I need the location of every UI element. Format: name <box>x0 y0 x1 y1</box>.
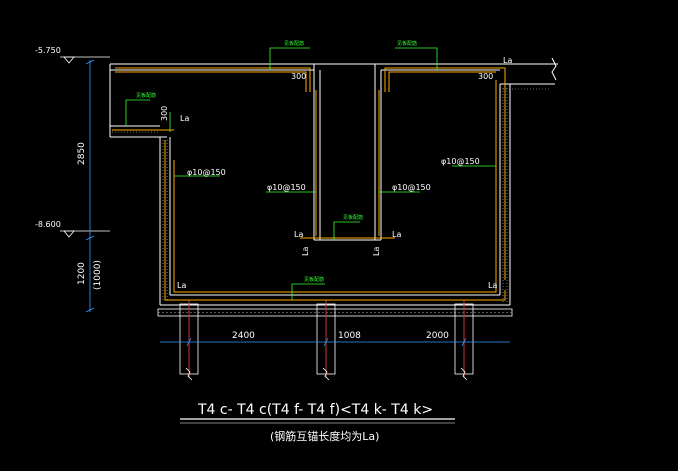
dimension-span-right: 2000 <box>426 331 449 341</box>
rebar-note-tag: 见板配筋 <box>343 214 363 221</box>
lap-length-label: La <box>503 56 512 65</box>
lap-length-label: La <box>294 230 303 239</box>
rebar-spec-label: φ10@150 <box>267 183 306 192</box>
elevation-top-label: -5.750 <box>35 46 61 55</box>
vertical-dimension-line <box>85 59 95 313</box>
lap-length-label: La <box>392 230 401 239</box>
elevation-bottom-label: -8.600 <box>35 220 61 229</box>
lap-length-label: La <box>372 247 381 256</box>
wall-hatch <box>112 88 550 302</box>
rebar-spec-label: φ10@150 <box>441 157 480 166</box>
lap-length-label: La <box>488 281 497 290</box>
elevation-markers <box>60 56 110 238</box>
lap-length-label: La <box>177 281 186 290</box>
rebar-lines <box>112 67 506 301</box>
dimension-upper-height: 2850 <box>77 142 87 165</box>
lap-length-label: La <box>180 114 189 123</box>
dimension-lower-height-alt: (1000) <box>93 260 103 290</box>
offset-300-label: 300 <box>478 72 493 81</box>
drawing-note: (钢筋互锚长度均为La) <box>270 429 379 443</box>
rebar-note-tag: 见板配筋 <box>304 276 324 283</box>
rebar-spec-label: φ10@150 <box>392 183 431 192</box>
dimension-span-middle: 1008 <box>338 331 361 341</box>
pile-axis-lines <box>188 300 465 378</box>
rebar-note-tag: 见板配筋 <box>136 92 156 99</box>
pile-breaks <box>185 367 468 381</box>
leader-lines <box>125 47 496 300</box>
drawing-title: T4 c- T4 c(T4 f- T4 f)<T4 k- T4 k> <box>197 402 433 418</box>
rebar-spec-label: φ10@150 <box>187 168 226 177</box>
dimension-span-left: 2400 <box>232 331 255 341</box>
rebar-note-tag: 见板配筋 <box>397 40 417 47</box>
lap-length-label: La <box>301 247 310 256</box>
dimension-lower-height: 1200 <box>77 262 87 285</box>
horizontal-dimension-line <box>160 337 510 347</box>
offset-300-label: 300 <box>291 72 306 81</box>
rebar-note-tag: 见板配筋 <box>284 40 304 47</box>
offset-300-label: 300 <box>160 106 169 121</box>
concrete-outline <box>109 57 558 306</box>
